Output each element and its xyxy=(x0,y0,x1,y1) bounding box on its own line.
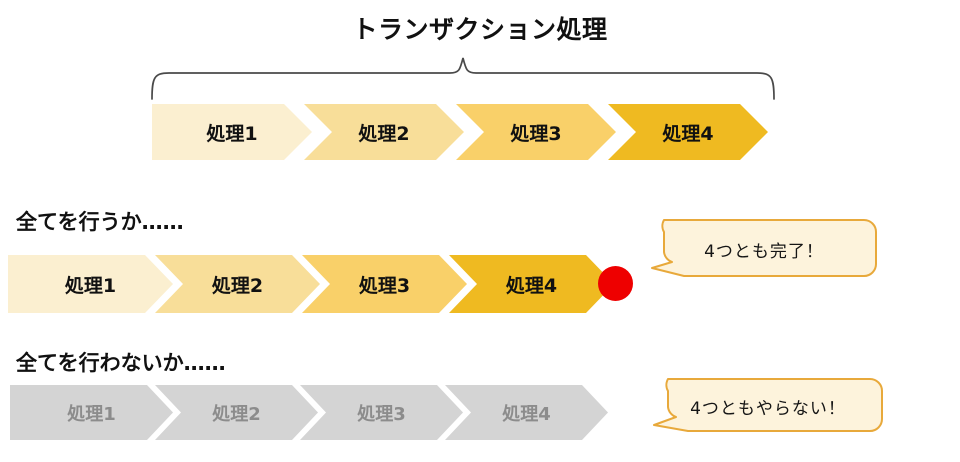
commit-callout-bubble: 4つとも完了！ xyxy=(650,218,878,280)
step-label: 処理4 xyxy=(502,403,551,425)
step-label: 処理2 xyxy=(358,122,410,145)
commit-row-label: 全てを行うか…… xyxy=(16,210,184,234)
page-title: トランザクション処理 xyxy=(352,15,608,44)
step-label: 処理2 xyxy=(211,274,264,297)
step-label: 処理2 xyxy=(212,403,261,425)
commit-status-dot xyxy=(598,266,633,301)
rollback-callout-text: 4つともやらない！ xyxy=(690,398,846,419)
rollback-step-chevron-2[interactable]: 処理2 xyxy=(155,385,318,440)
step-label: 処理1 xyxy=(67,403,116,425)
rollback-step-chevron-4[interactable]: 処理4 xyxy=(445,385,608,440)
rollback-step-chevron-3[interactable]: 処理3 xyxy=(300,385,463,440)
step-label: 処理1 xyxy=(206,122,258,145)
commit-step-chevron-1[interactable]: 処理1 xyxy=(8,255,173,313)
step-chevron-1[interactable]: 処理1 xyxy=(152,104,312,160)
step-chevron-3[interactable]: 処理3 xyxy=(456,104,616,160)
step-label: 処理3 xyxy=(358,274,411,297)
step-label: 処理4 xyxy=(662,122,714,145)
step-label: 処理1 xyxy=(64,274,117,297)
commit-step-chevron-4[interactable]: 処理4 xyxy=(449,255,614,313)
rollback-callout-bubble: 4つともやらない！ xyxy=(652,377,884,435)
transaction-scope-brace xyxy=(145,55,785,104)
commit-step-chevron-3[interactable]: 処理3 xyxy=(302,255,467,313)
commit-step-chevron-2[interactable]: 処理2 xyxy=(155,255,320,313)
commit-callout-text: 4つとも完了！ xyxy=(704,241,824,262)
step-label: 処理3 xyxy=(357,403,406,425)
step-chevron-2[interactable]: 処理2 xyxy=(304,104,464,160)
rollback-step-chevron-1[interactable]: 処理1 xyxy=(10,385,173,440)
step-label: 処理3 xyxy=(510,122,562,145)
rollback-row-label: 全てを行わないか…… xyxy=(16,351,226,375)
step-chevron-4[interactable]: 処理4 xyxy=(608,104,768,160)
step-label: 処理4 xyxy=(505,274,558,297)
